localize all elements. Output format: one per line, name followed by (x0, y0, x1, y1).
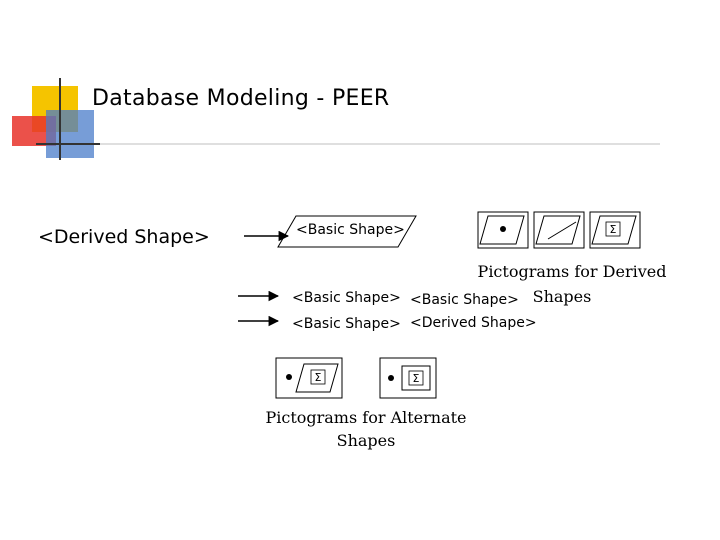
svg-text:Σ: Σ (413, 372, 420, 385)
relation-1-from: <Basic Shape> (292, 290, 401, 306)
relation-1-to: <Basic Shape> (410, 292, 519, 308)
page-title: Database Modeling - PEER (92, 86, 390, 111)
derived-pictogram-line (533, 211, 585, 249)
alternate-pictogram-dot-box: Σ (379, 357, 437, 399)
derived-shape-label: <Derived Shape> (38, 226, 210, 248)
derived-pictogram-dot (477, 211, 529, 249)
svg-text:Σ: Σ (610, 223, 617, 236)
pictograms-derived-caption-line1: Pictograms for Derived (477, 262, 667, 281)
alternate-pictogram-dot-sigma: Σ (275, 357, 343, 399)
pictograms-derived-caption-line2: Shapes (532, 287, 592, 306)
basic-shape-parallelogram (277, 215, 417, 248)
pictograms-alternate-caption-line2: Shapes (336, 431, 396, 450)
deco-blue-square (46, 110, 94, 158)
basic-shape-label: <Basic Shape> (296, 222, 405, 238)
relation-2-to: <Derived Shape> (410, 315, 537, 331)
svg-text:Σ: Σ (315, 371, 322, 384)
relation-2-from: <Basic Shape> (292, 316, 401, 332)
derived-pictogram-sigma: Σ (589, 211, 641, 249)
pictograms-alternate-caption-line1: Pictograms for Alternate (265, 408, 467, 427)
title-decoration (12, 78, 660, 160)
